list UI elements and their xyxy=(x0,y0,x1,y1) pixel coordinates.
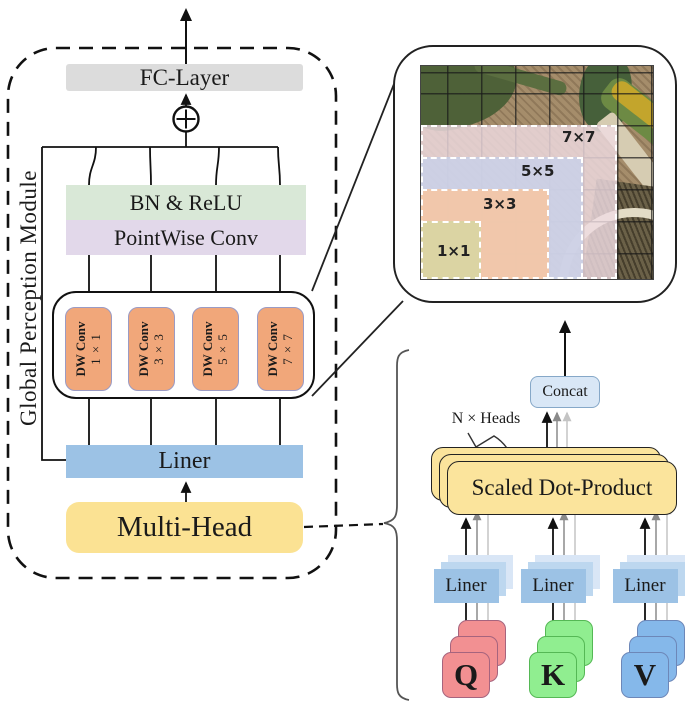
v-box-front: V xyxy=(621,652,669,698)
concat-box: Concat xyxy=(530,376,600,408)
callout-tail-upper xyxy=(311,83,395,292)
liner-v-front: Liner xyxy=(612,569,678,603)
multihead-expansion-link xyxy=(303,522,384,529)
module-title: Global Perception Module xyxy=(16,170,41,427)
module-dashed-border xyxy=(6,46,338,580)
region-5x5-label: 5×5 xyxy=(521,162,555,180)
n-heads-label: N × Heads xyxy=(451,410,521,427)
liner-k-front: Liner xyxy=(520,569,586,603)
liner-q-front: Liner xyxy=(433,569,499,603)
sdp-box-front: Scaled Dot-Product xyxy=(447,461,677,515)
satellite-patch-image: 7×7 5×5 3×3 1×1 xyxy=(420,65,654,280)
region-3x3-label: 3×3 xyxy=(483,195,517,213)
bn-relu-box: BN & ReLU xyxy=(66,185,306,220)
region-1x1-label: 1×1 xyxy=(437,242,471,260)
region-1x1 xyxy=(421,221,481,279)
k-box-front: K xyxy=(529,652,577,698)
pointwise-conv-box: PointWise Conv xyxy=(66,220,306,255)
region-7x7-label: 7×7 xyxy=(562,128,596,146)
q-box-front: Q xyxy=(442,652,490,698)
liner-box: Liner xyxy=(66,445,303,478)
callout-tail-lower xyxy=(311,300,404,397)
multi-head-box: Multi-Head xyxy=(66,502,303,553)
attention-brace xyxy=(383,349,410,701)
fc-layer-box: FC-Layer xyxy=(66,64,303,91)
